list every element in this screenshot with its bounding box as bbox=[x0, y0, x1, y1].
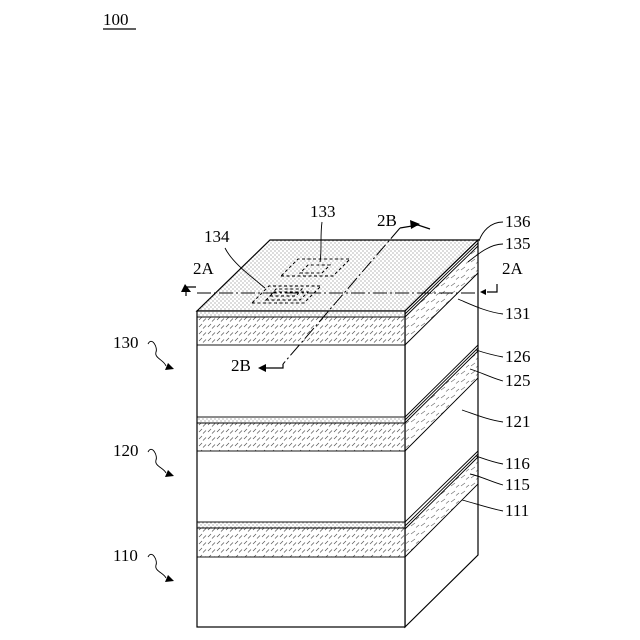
label-115: 115 bbox=[505, 475, 530, 494]
label-2a-left: 2A bbox=[193, 259, 215, 278]
figure-ref-label: 100 bbox=[103, 10, 129, 29]
section-arrow-2a-right bbox=[487, 284, 497, 292]
label-121: 121 bbox=[505, 412, 531, 431]
label-136: 136 bbox=[505, 212, 531, 231]
label-131: 131 bbox=[505, 304, 531, 323]
label-135: 135 bbox=[505, 234, 531, 253]
label-110: 110 bbox=[113, 546, 138, 565]
label-125: 125 bbox=[505, 371, 531, 390]
front-layer-115 bbox=[197, 528, 405, 557]
label-116: 116 bbox=[505, 454, 530, 473]
label-134: 134 bbox=[204, 227, 230, 246]
front-layer-136 bbox=[197, 311, 405, 317]
front-layer-135 bbox=[197, 317, 405, 345]
label-133: 133 bbox=[310, 202, 336, 221]
label-2b-top: 2B bbox=[377, 211, 397, 230]
label-111: 111 bbox=[505, 501, 529, 520]
label-130: 130 bbox=[113, 333, 139, 352]
front-layer-116 bbox=[197, 522, 405, 528]
label-120: 120 bbox=[113, 441, 139, 460]
front-face bbox=[197, 311, 405, 627]
label-126: 126 bbox=[505, 347, 531, 366]
label-2a-right: 2A bbox=[502, 259, 524, 278]
front-layer-125 bbox=[197, 423, 405, 451]
front-layer-126 bbox=[197, 417, 405, 423]
label-2b-bottom: 2B bbox=[231, 356, 251, 375]
